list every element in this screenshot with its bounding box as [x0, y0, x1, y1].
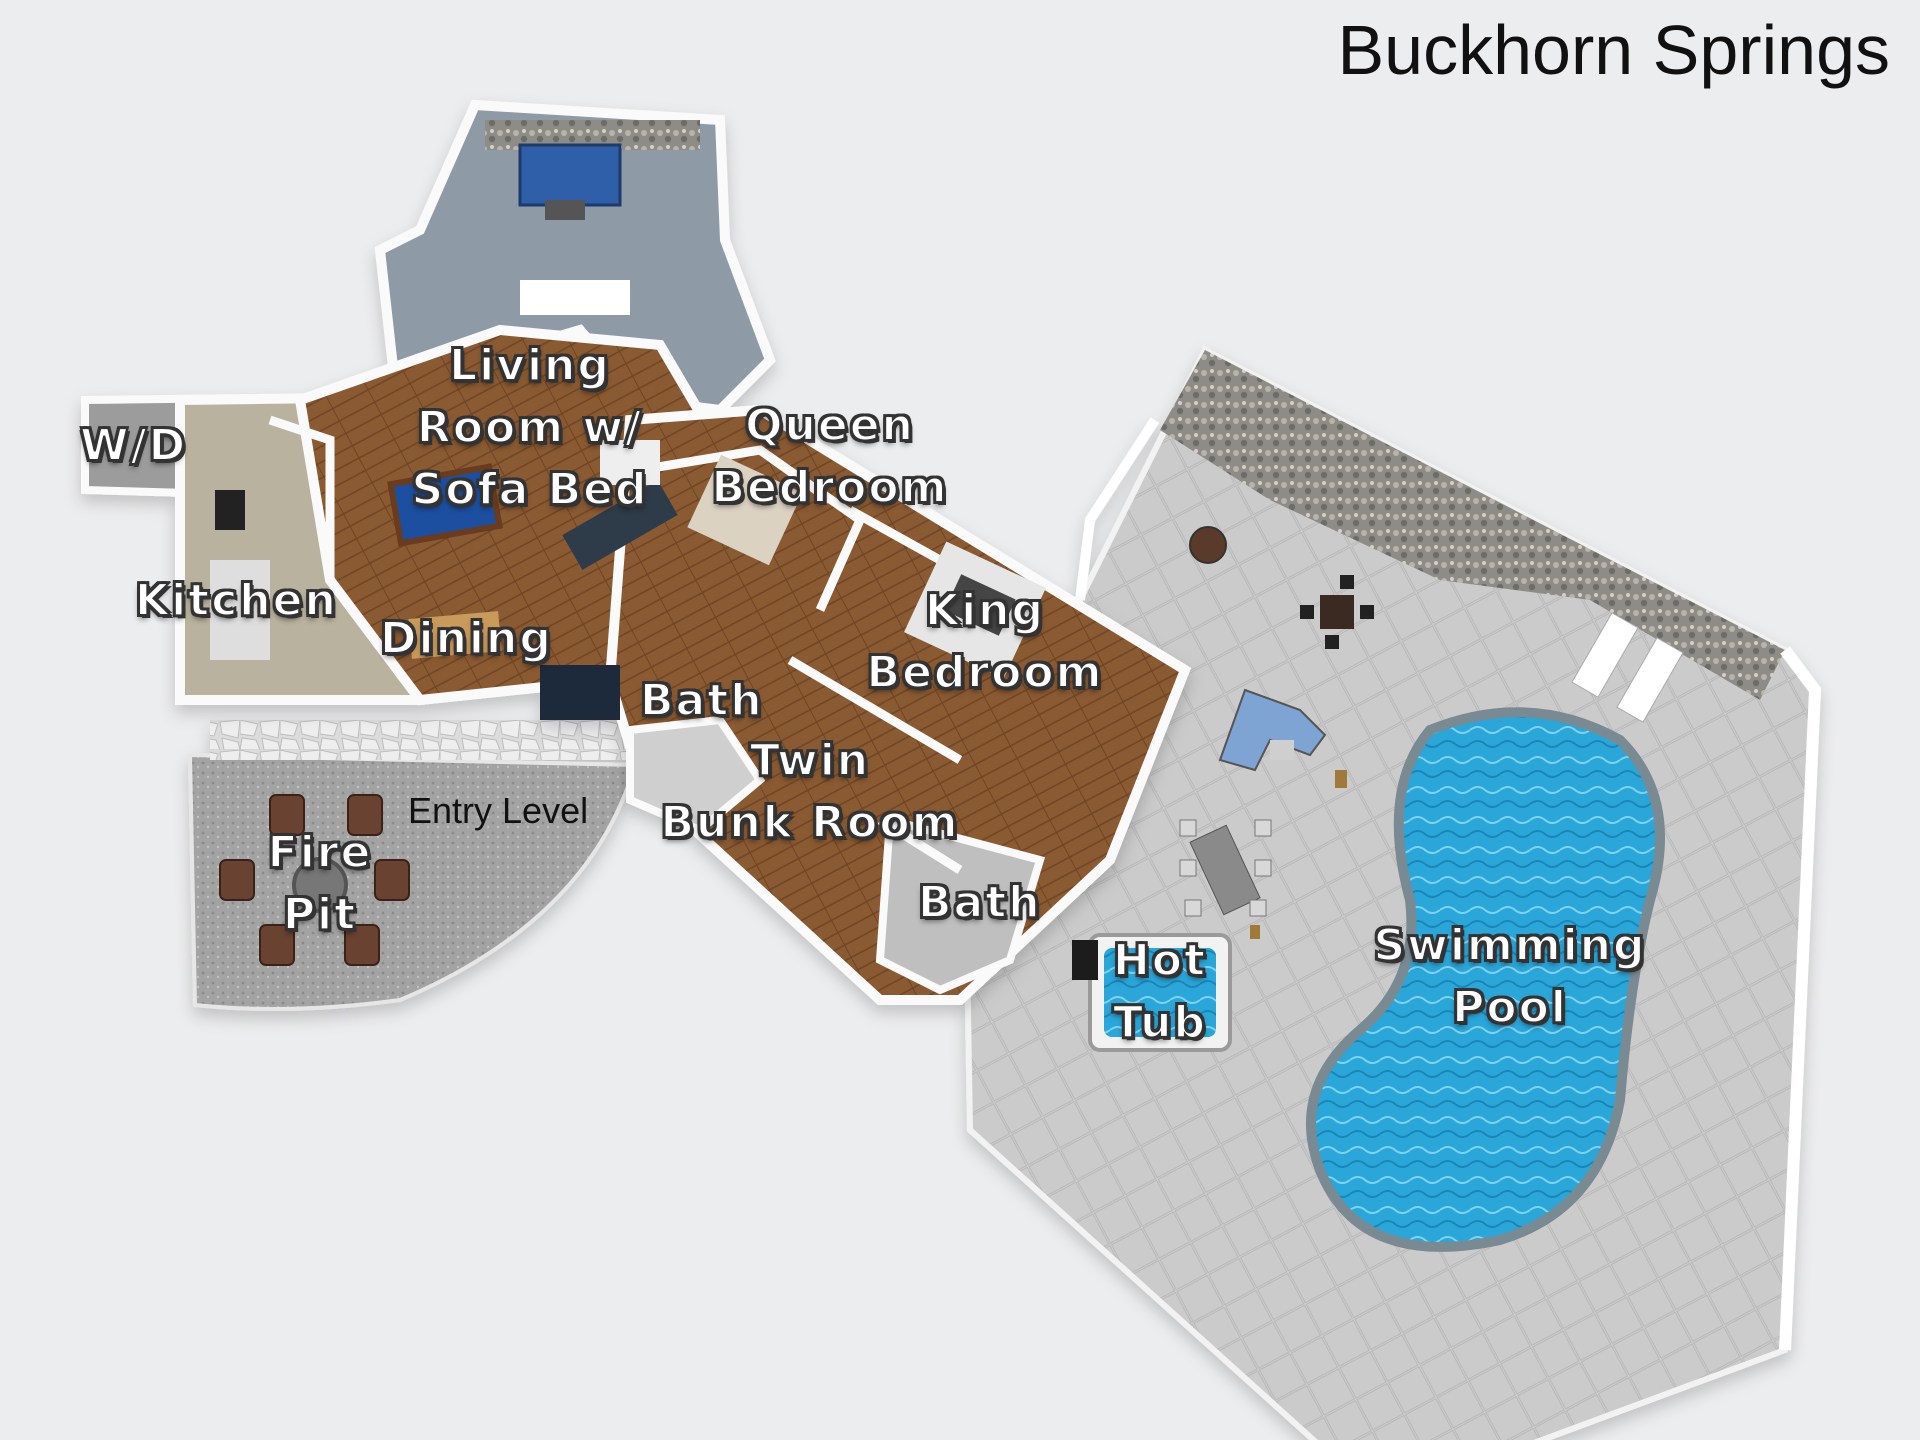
deck-furniture — [1179, 526, 1684, 939]
room-label-wd: W/D — [79, 419, 188, 472]
room-label-twin-bunk-room: Twin Bunk Room — [660, 734, 960, 849]
room-label-queen-bedroom: Queen Bedroom — [711, 399, 949, 514]
room-label-king-bedroom: King Bedroom — [866, 584, 1104, 699]
room-label-bath-lower: Bath — [917, 876, 1042, 929]
room-label-bath-upper: Bath — [639, 674, 764, 727]
room-label-fire-pit: Fire Pit — [267, 826, 373, 941]
room-label-hot-tub: Hot Tub — [1112, 934, 1208, 1049]
fire-pit-area-graphic — [187, 720, 638, 1011]
house-graphic — [81, 99, 1192, 1005]
pool-deck — [961, 345, 1822, 1440]
room-label-dining: Dining — [379, 612, 553, 665]
level-label: Entry Level — [408, 790, 589, 831]
room-label-swimming-pool: Swimming Pool — [1372, 919, 1647, 1034]
room-label-kitchen: Kitchen — [134, 574, 338, 627]
page-title: Buckhorn Springs — [1337, 11, 1890, 89]
swimming-pool-graphic — [1306, 707, 1665, 1252]
room-label-living-room: Living Room w/ Sofa Bed — [411, 339, 649, 516]
hot-tub-graphic — [1072, 933, 1232, 1052]
